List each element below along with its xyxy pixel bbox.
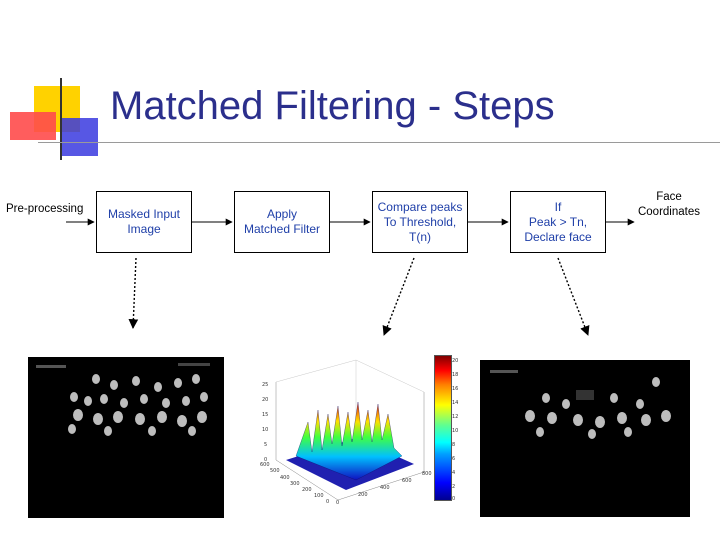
y-tick: 0 [326,499,329,505]
z-tick: 0 [264,457,267,463]
colorbar-tick: 4 [452,470,455,476]
step-box-apply-filter: Apply Matched Filter [234,191,330,253]
colorbar-tick: 16 [452,386,458,392]
step-box-declare-face: If Peak > Tn, Declare face [510,191,606,253]
colorbar-tick: 6 [452,456,455,462]
colorbar-ticks: 20 18 16 14 12 10 8 6 4 2 0 [452,358,458,502]
input-label: Pre-processing [6,203,84,215]
title-divider [38,142,720,143]
y-tick: 500 [270,468,280,474]
z-tick: 15 [262,412,268,418]
z-tick: 5 [264,442,267,448]
step-label: If Peak > Tn, Declare face [524,199,592,244]
step-label: Compare peaks To Threshold, T(n) [377,199,463,244]
plot-axis [355,359,425,393]
x-tick: 600 [402,478,412,484]
colorbar-tick: 2 [452,484,455,490]
y-tick: 400 [280,475,290,481]
z-tick: 20 [262,397,268,403]
page-title: Matched Filtering - Steps [110,84,555,128]
colorbar-tick: 8 [452,442,455,448]
y-tick: 600 [260,462,270,468]
plot-axis [275,359,357,383]
colorbar-tick: 14 [452,400,458,406]
dotted-arrow-2 [382,257,415,336]
deco-red-square [10,112,56,140]
x-tick: 0 [336,500,339,506]
colorbar-tick: 18 [452,372,458,378]
step-box-compare-peaks: Compare peaks To Threshold, T(n) [372,191,468,253]
x-tick: 800 [422,471,432,477]
deco-vertical-line [60,78,62,160]
plot-frame [275,382,425,501]
z-tick: 10 [262,427,268,433]
dotted-arrow-1 [128,257,139,329]
step-box-masked-input: Masked Input Image [96,191,192,253]
colorbar-tick: 0 [452,496,455,502]
step-label: Apply Matched Filter [243,207,321,236]
y-tick: 300 [290,481,300,487]
output-label: Face Coordinates [637,191,700,218]
declared-faces-photo [480,360,690,517]
step-label: Masked Input Image [107,207,181,236]
colorbar-tick: 20 [452,358,458,364]
x-tick: 400 [380,485,390,491]
colorbar [434,355,452,501]
masked-input-photo [28,357,224,518]
surface-plot: 25 20 15 10 5 0 600 500 400 300 200 100 … [256,352,466,512]
surface-peaks [295,401,403,481]
deco-blue-square [60,118,98,156]
dotted-arrow-3 [557,257,590,336]
z-tick: 25 [262,382,268,388]
colorbar-tick: 10 [452,428,458,434]
y-tick: 100 [314,493,324,499]
y-tick: 200 [302,487,312,493]
x-tick: 200 [358,492,368,498]
colorbar-tick: 12 [452,414,458,420]
